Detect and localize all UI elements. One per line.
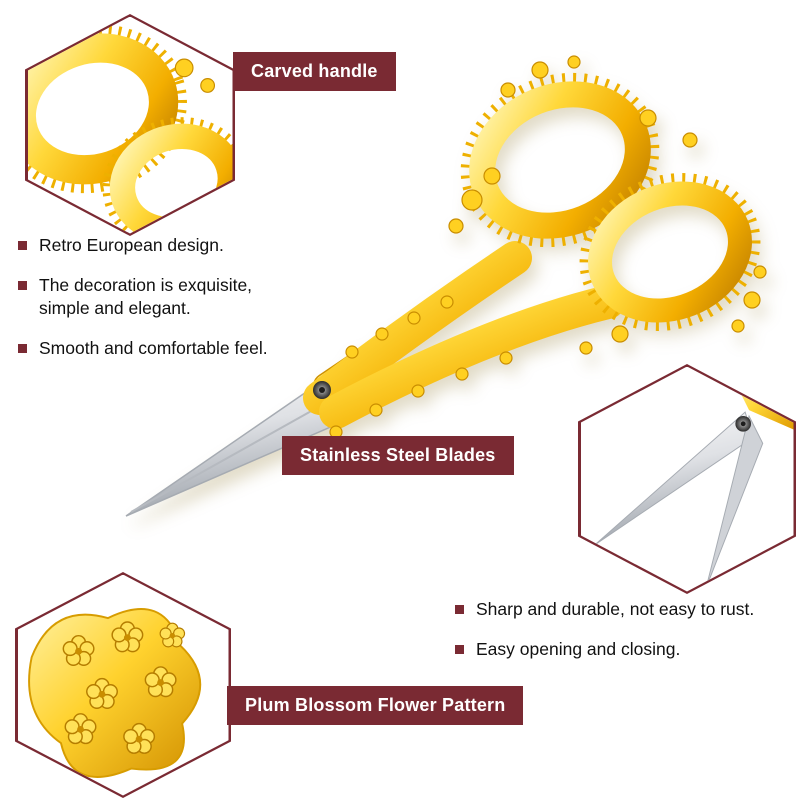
feature-item: Easy opening and closing. <box>455 638 795 662</box>
callout-label-stainless-blades: Stainless Steel Blades <box>282 436 514 475</box>
feature-item: Smooth and comfortable feel. <box>18 337 318 361</box>
feature-text: Easy opening and closing. <box>476 638 681 659</box>
feature-item: The decoration is exquisite, simple and … <box>18 274 318 321</box>
feature-text: The decoration is exquisite, simple and … <box>39 274 253 319</box>
inset-plum-pattern <box>15 572 231 798</box>
bullet-square-icon <box>455 605 464 614</box>
callout-label-carved-handle: Carved handle <box>233 52 396 91</box>
inset-plum-pattern-photo <box>17 574 229 796</box>
plum-pattern-zoom <box>27 607 201 778</box>
feature-list-right: Sharp and durable, not easy to rust. Eas… <box>455 598 795 677</box>
feature-item: Sharp and durable, not easy to rust. <box>455 598 795 622</box>
inset-stainless-blades <box>578 364 796 594</box>
inset-stainless-blades-photo <box>580 366 794 592</box>
shank-ornaments <box>329 295 513 439</box>
blades-zoom <box>593 366 794 588</box>
feature-item: Retro European design. <box>18 234 318 258</box>
inset-carved-handle <box>25 14 235 236</box>
handle-ring-upper <box>460 72 660 248</box>
feature-text: Retro European design. <box>39 235 224 255</box>
feature-text: Smooth and comfortable feel. <box>39 337 268 358</box>
feature-list-left: Retro European design. The decoration is… <box>18 234 318 377</box>
pivot-screw <box>313 381 331 399</box>
bullet-square-icon <box>18 280 27 290</box>
feature-text: Sharp and durable, not easy to rust. <box>476 599 755 619</box>
filigree-clusters <box>448 55 767 355</box>
carved-handle-zoom <box>27 24 233 234</box>
inset-carved-handle-photo <box>27 16 233 234</box>
bullet-square-icon <box>18 241 27 250</box>
bullet-square-icon <box>18 343 27 353</box>
handle-ring-lower <box>579 173 761 331</box>
callout-label-plum-pattern: Plum Blossom Flower Pattern <box>227 686 524 725</box>
bullet-square-icon <box>455 644 464 654</box>
